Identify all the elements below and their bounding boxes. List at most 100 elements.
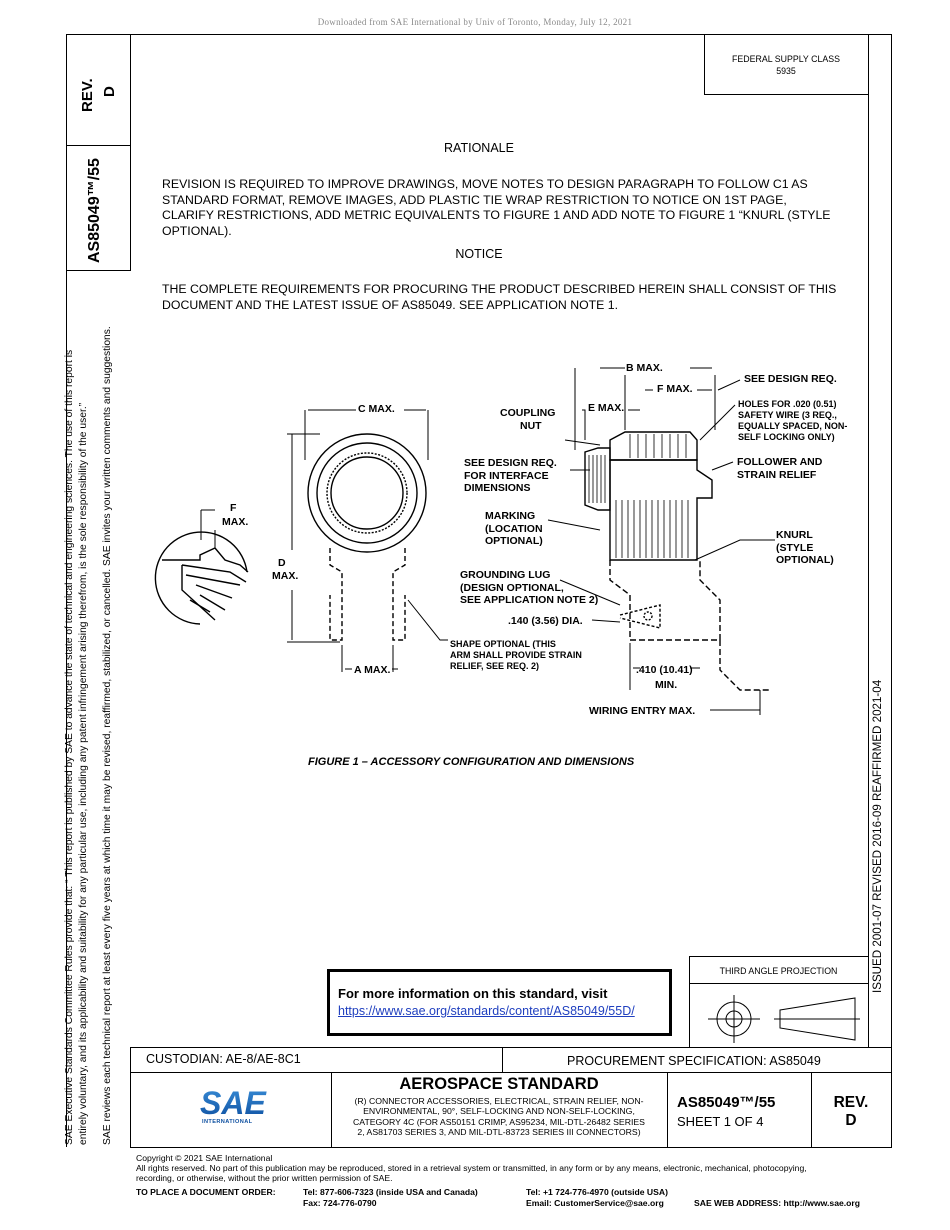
label-follower-line: FOLLOWER AND: [737, 456, 823, 468]
projection-label: THIRD ANGLE PROJECTION: [719, 966, 838, 976]
label-interface-dims: SEE DESIGN REQ. FOR INTERFACE DIMENSIONS: [464, 457, 557, 495]
label-holes-line: HOLES FOR .020 (0.51): [738, 399, 837, 409]
margin-strip-line: [130, 34, 131, 270]
rationale-body: REVISION IS REQUIRED TO IMPROVE DRAWINGS…: [162, 177, 862, 239]
title-block-top: [130, 1047, 892, 1048]
frame-left: [66, 34, 67, 1147]
frame-right-outer: [891, 34, 892, 1147]
label-follower: FOLLOWER AND STRAIN RELIEF: [737, 456, 822, 481]
sheet-number: SHEET 1 OF 4: [677, 1114, 764, 1129]
title-rev-label: REV.: [833, 1094, 869, 1111]
label-grounding-line: SEE APPLICATION NOTE 2): [460, 594, 599, 606]
projection-symbol-icon: [708, 995, 860, 1043]
procurement-spec: PROCUREMENT SPECIFICATION: AS85049: [567, 1054, 821, 1068]
federal-supply-value: 5935: [776, 66, 796, 76]
projection-box: [689, 956, 869, 1048]
label-coupling-nut-1: COUPLING: [500, 407, 556, 419]
projection-divider: [689, 983, 868, 984]
front-view: [287, 409, 448, 672]
title-block-mid: [130, 1072, 892, 1073]
frame-right-inner: [868, 34, 869, 1047]
rationale-line: STANDARD FORMAT, REMOVE IMAGES, ADD PLAS…: [162, 192, 787, 207]
order-label: TO PLACE A DOCUMENT ORDER:: [136, 1187, 276, 1197]
label-shape-line: ARM SHALL PROVIDE STRAIN: [450, 650, 582, 660]
fax: Fax: 724-776-0790: [303, 1198, 377, 1208]
rationale-line: CLARIFY RESTRICTIONS, ADD METRIC EQUIVAL…: [162, 208, 831, 222]
tel-outside: Tel: +1 724-776-4970 (outside USA): [526, 1187, 668, 1197]
sae-logo-text: SAE: [200, 1086, 267, 1121]
label-interface-line: DIMENSIONS: [464, 482, 531, 494]
label-shape-optional: SHAPE OPTIONAL (THIS ARM SHALL PROVIDE S…: [450, 639, 582, 672]
logo-divider: [331, 1072, 332, 1147]
copyright: Copyright © 2021 SAE International: [136, 1153, 273, 1163]
label-interface-line: SEE DESIGN REQ.: [464, 457, 557, 469]
description-line: 2, AS81703 SERIES 3, AND MIL-DTL-83723 S…: [357, 1126, 641, 1137]
label-dia: .140 (3.56) DIA.: [508, 615, 583, 627]
label-holes: HOLES FOR .020 (0.51) SAFETY WIRE (3 REQ…: [738, 399, 847, 443]
label-marking: MARKING (LOCATION OPTIONAL): [485, 510, 543, 548]
sae-logo-icon: SAE INTERNATIONAL: [200, 1086, 267, 1125]
accessory-drawing: [154, 367, 775, 715]
label-knurl-line: KNURL: [776, 529, 813, 541]
label-wiring-entry: WIRING ENTRY MAX.: [589, 705, 696, 717]
label-holes-line: EQUALLY SPACED, NON-: [738, 421, 848, 431]
custodian-divider: [502, 1047, 503, 1072]
label-f-max-right: F MAX.: [657, 383, 693, 395]
notice-line: DOCUMENT AND THE LATEST ISSUE OF AS85049…: [162, 297, 619, 312]
figure-caption: FIGURE 1 – ACCESSORY CONFIGURATION AND D…: [308, 756, 635, 768]
federal-supply-box: [704, 34, 869, 95]
download-notice: Downloaded from SAE International by Uni…: [317, 17, 633, 27]
standard-link[interactable]: https://www.sae.org/standards/content/AS…: [338, 1004, 635, 1018]
label-marking-line: OPTIONAL): [485, 535, 543, 547]
frame-top: [66, 34, 892, 35]
title-doc-number: AS85049™/55: [677, 1094, 776, 1111]
label-d-max-2: MAX.: [272, 570, 299, 582]
label-holes-line: SAFETY WIRE (3 REQ.,: [738, 410, 837, 420]
label-min-1: .410 (10.41): [636, 664, 693, 676]
notice-body: THE COMPLETE REQUIREMENTS FOR PROCURING …: [162, 282, 862, 313]
label-shape-line: RELIEF, SEE REQ. 2): [450, 661, 540, 671]
rationale-line: REVISION IS REQUIRED TO IMPROVE DRAWINGS…: [162, 177, 808, 191]
rights-line: recording, or otherwise, without the pri…: [136, 1173, 393, 1184]
tel-usa: Tel: 877-606-7323 (inside USA and Canada…: [303, 1187, 478, 1197]
custodian: CUSTODIAN: AE-8/AE-8C1: [146, 1052, 301, 1066]
label-interface-line: FOR INTERFACE: [464, 469, 549, 482]
standard-title: AEROSPACE STANDARD: [399, 1075, 599, 1093]
description-line: ENVIRONMENTAL, 90°, SELF-LOCKING AND NON…: [363, 1106, 635, 1117]
title-divider: [667, 1072, 668, 1147]
rev-divider: [811, 1072, 812, 1147]
rationale-line: OPTIONAL).: [162, 223, 232, 238]
rights-line: All rights reserved. No part of this pub…: [136, 1163, 807, 1174]
title-rev-value: D: [845, 1112, 857, 1129]
label-c-max: C MAX.: [358, 403, 395, 415]
label-a-max: A MAX.: [354, 664, 391, 676]
title-block-bottom: [130, 1147, 892, 1148]
margin-divider-1: [66, 145, 131, 146]
label-see-design-req: SEE DESIGN REQ.: [744, 373, 837, 385]
label-knurl-line: (STYLE: [776, 541, 814, 554]
standard-description: (R) CONNECTOR ACCESSORIES, ELECTRICAL, S…: [331, 1096, 667, 1137]
label-f-max-left-1: F: [230, 502, 237, 514]
label-coupling-nut-2: NUT: [520, 420, 542, 432]
sae-logo-subtext: INTERNATIONAL: [202, 1119, 253, 1125]
description-line: CATEGORY 4C (FOR AS50151 CRIMP, AS95234,…: [353, 1116, 645, 1127]
label-b-max: B MAX.: [626, 362, 663, 374]
label-holes-line: SELF LOCKING ONLY): [738, 432, 835, 442]
footer: Copyright © 2021 SAE International All r…: [136, 1153, 896, 1184]
detail-section-view: [154, 509, 249, 625]
web-address: SAE WEB ADDRESS: http://www.sae.org: [694, 1198, 860, 1208]
notice-heading: NOTICE: [455, 247, 503, 261]
info-box: [327, 969, 672, 1036]
label-follower-line: STRAIN RELIEF: [737, 468, 817, 481]
label-grounding-line: GROUNDING LUG: [460, 569, 551, 581]
label-knurl: KNURL (STYLE OPTIONAL): [776, 529, 834, 567]
label-grounding-lug: GROUNDING LUG (DESIGN OPTIONAL, SEE APPL…: [460, 569, 598, 607]
margin-divider-2: [66, 270, 131, 271]
label-d-max-1: D: [278, 557, 286, 569]
label-marking-line: MARKING: [485, 510, 536, 522]
info-box-text: For more information on this standard, v…: [338, 986, 608, 1001]
label-f-max-left-2: MAX.: [222, 516, 249, 528]
label-grounding-line: (DESIGN OPTIONAL,: [460, 581, 564, 594]
label-knurl-line: OPTIONAL): [776, 554, 834, 566]
label-e-max: E MAX.: [588, 402, 625, 414]
